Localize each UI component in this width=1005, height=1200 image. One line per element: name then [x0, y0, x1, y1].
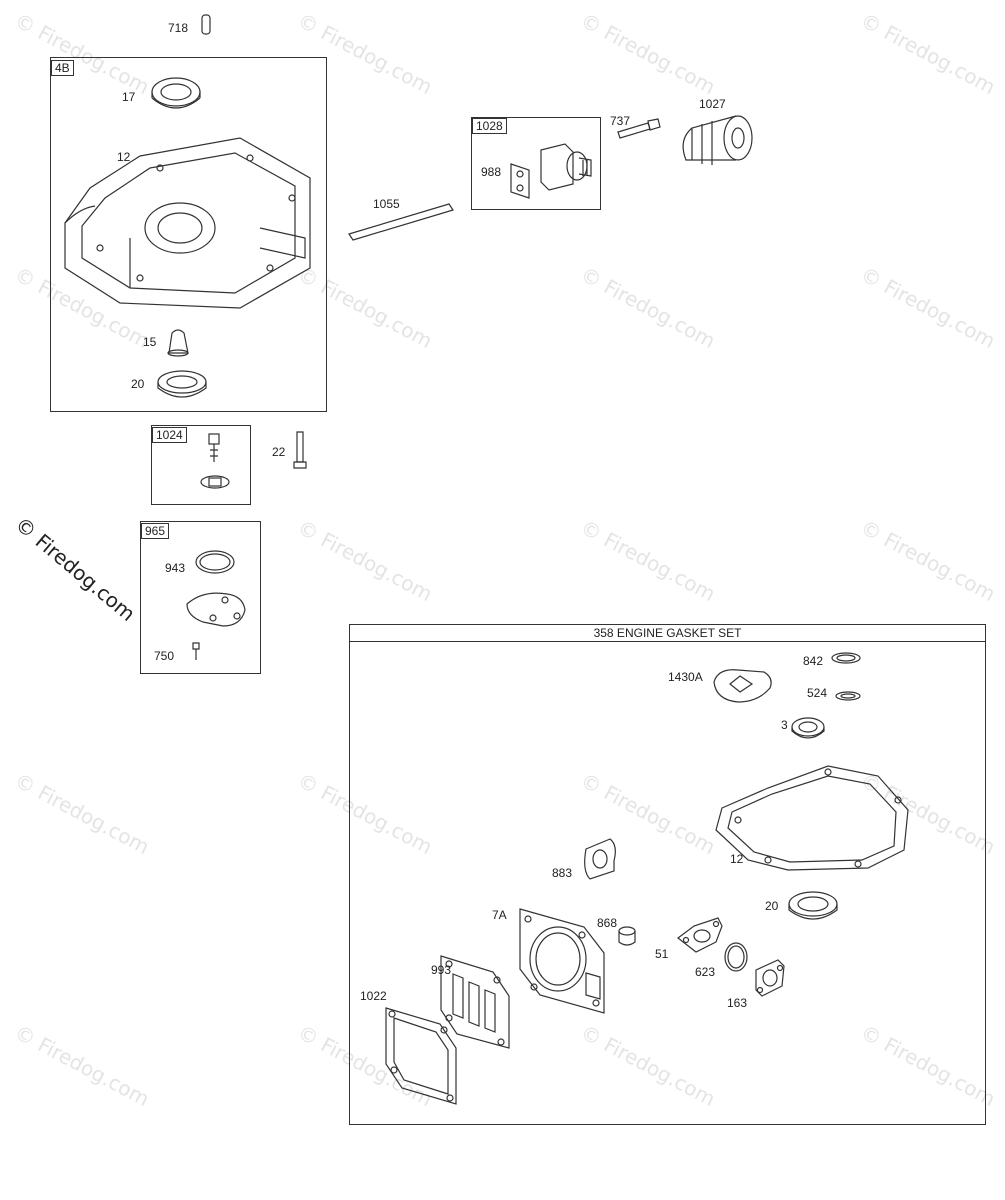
part-1027-oil-filter	[682, 115, 753, 165]
side-watermark: © Firedog.com	[10, 512, 140, 626]
watermark: © Firedog.com	[856, 515, 1000, 607]
part-965-cover-gasket	[186, 592, 246, 627]
part-3-label[interactable]: 3	[781, 718, 788, 732]
part-15-cap	[167, 329, 189, 357]
part-12-crankcase-cover	[64, 137, 311, 309]
part-1055-label[interactable]: 1055	[373, 197, 400, 211]
group-1028-label[interactable]: 1028	[472, 118, 507, 134]
part-12-label[interactable]: 12	[117, 150, 131, 164]
part-1055-tube	[348, 203, 454, 241]
part-1024-governor	[200, 433, 230, 489]
part-17-label[interactable]: 17	[122, 90, 136, 104]
group-1024-label[interactable]: 1024	[152, 427, 187, 443]
part-22-bolt	[293, 431, 307, 469]
part-524-ring	[835, 691, 861, 701]
watermark: © Firedog.com	[10, 768, 154, 860]
group-4b-frame	[50, 57, 327, 412]
watermark: © Firedog.com	[293, 515, 437, 607]
part-163-label[interactable]: 163	[727, 996, 748, 1010]
part-20-label[interactable]: 20	[131, 377, 145, 391]
part-993-label[interactable]: 993	[431, 963, 452, 977]
part-12-gasket	[715, 765, 909, 871]
part-1022-gasket	[385, 1007, 457, 1105]
group-965-frame	[140, 521, 261, 674]
watermark: © Firedog.com	[576, 515, 720, 607]
part-163-gasket	[755, 959, 785, 997]
part-943-ring	[195, 550, 235, 574]
part-17-seal	[151, 77, 201, 109]
part-51-label[interactable]: 51	[655, 947, 669, 961]
gasket-set-frame	[349, 624, 986, 1125]
part-51-gasket	[677, 917, 723, 953]
part-993-gasket	[440, 955, 510, 1049]
part-868-sleeve	[618, 926, 636, 946]
part-750-label[interactable]: 750	[154, 649, 175, 663]
part-20-seal	[157, 370, 207, 398]
part-623-label[interactable]: 623	[695, 965, 716, 979]
part-12b-label[interactable]: 12	[730, 852, 744, 866]
part-623-ring	[724, 942, 748, 972]
group-4b-label[interactable]: 4B	[51, 60, 74, 76]
part-22-label[interactable]: 22	[272, 445, 286, 459]
part-15-label[interactable]: 15	[143, 335, 157, 349]
part-20b-seal	[788, 891, 838, 920]
part-988-label[interactable]: 988	[481, 165, 502, 179]
part-718-pin	[201, 14, 211, 35]
part-1022-label[interactable]: 1022	[360, 989, 387, 1003]
part-20b-label[interactable]: 20	[765, 899, 779, 913]
part-524-label[interactable]: 524	[807, 686, 828, 700]
part-7a-head-gasket	[519, 908, 605, 1014]
part-1430a-label[interactable]: 1430A	[668, 670, 703, 684]
part-842-label[interactable]: 842	[803, 654, 824, 668]
part-943-label[interactable]: 943	[165, 561, 186, 575]
part-1027-label[interactable]: 1027	[699, 97, 726, 111]
group-965-label[interactable]: 965	[141, 523, 170, 539]
part-750-screw	[192, 642, 200, 660]
part-3-seal	[791, 717, 825, 739]
part-883-gasket	[584, 838, 616, 880]
part-718-label[interactable]: 718	[168, 21, 189, 35]
part-7a-label[interactable]: 7A	[492, 908, 507, 922]
part-737-bolt	[617, 118, 661, 139]
watermark: © Firedog.com	[10, 1020, 154, 1112]
group-1028-frame	[471, 117, 601, 210]
part-1028-adapter	[540, 143, 592, 191]
part-988-gasket	[510, 163, 530, 199]
watermark: © Firedog.com	[576, 8, 720, 100]
gasket-set-title[interactable]: 358 ENGINE GASKET SET	[593, 626, 742, 640]
watermark: © Firedog.com	[856, 8, 1000, 100]
watermark: © Firedog.com	[856, 262, 1000, 354]
part-737-label[interactable]: 737	[610, 114, 631, 128]
watermark: © Firedog.com	[576, 262, 720, 354]
part-883-label[interactable]: 883	[552, 866, 573, 880]
part-868-label[interactable]: 868	[597, 916, 618, 930]
part-842-ring	[831, 652, 861, 664]
part-1430a-gasket	[713, 669, 772, 703]
group-1024-frame	[151, 425, 251, 505]
gasket-set-title-divider	[349, 641, 986, 642]
